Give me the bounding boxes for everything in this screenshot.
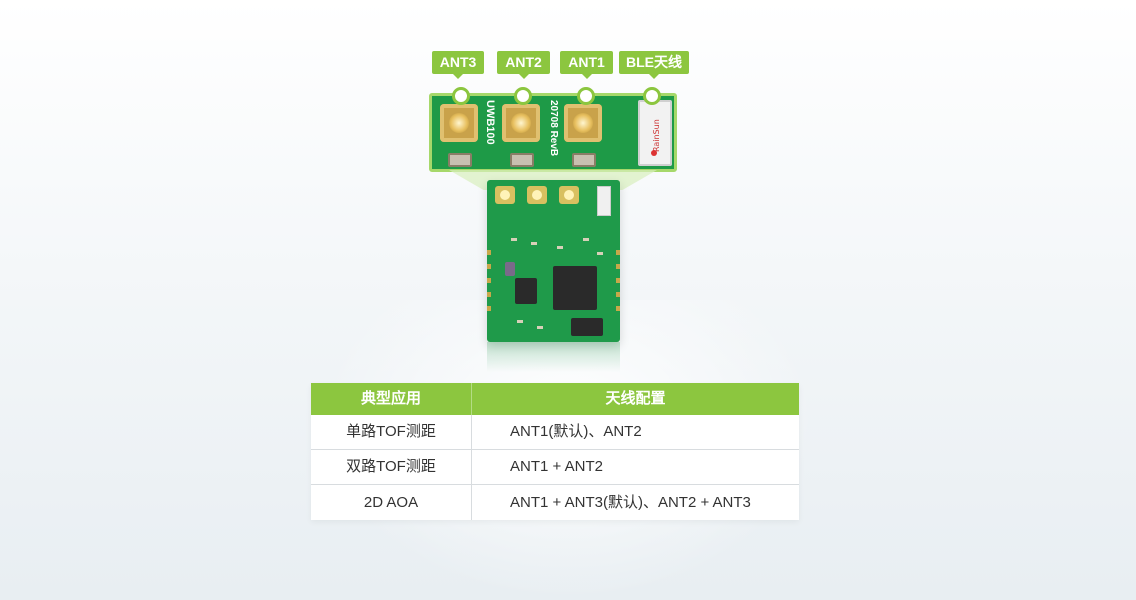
ant3-connector [440,104,478,142]
capacitor [537,326,543,329]
edge-pad [487,306,491,311]
component-pad [510,153,534,167]
edge-pad [616,278,620,283]
cell-application: 2D AOA [311,485,472,520]
zoomed-board-detail: UWB100 20708 RevB RainSun [429,93,677,172]
capacitor [531,242,537,245]
cell-antenna: ANT1 + ANT3(默认)、ANT2 + ANT3 [510,494,751,511]
chip-antenna-dot [651,150,657,156]
main-ic [553,266,597,310]
table-row: 单路TOF测距 ANT1(默认)、ANT2 [311,415,799,450]
small-component [505,262,515,276]
label-ant2: ANT2 [497,51,550,79]
ant3-marker [452,87,470,105]
capacitor [517,320,523,323]
edge-pad [616,264,620,269]
small-connector [559,186,579,204]
cell-antenna: ANT1(默认)、ANT2 [510,423,642,440]
small-connector [527,186,547,204]
small-connector [495,186,515,204]
ant1-connector [564,104,602,142]
label-ant3: ANT3 [432,51,484,79]
antenna-config-table: 典型应用 天线配置 单路TOF测距 ANT1(默认)、ANT2 双路TOF测距 … [311,383,799,520]
ant1-marker [577,87,595,105]
edge-pad [616,292,620,297]
header-application: 典型应用 [311,383,472,415]
small-chip-antenna [597,186,611,216]
header-antenna-config: 天线配置 [605,390,666,407]
table-row: 2D AOA ANT1 + ANT3(默认)、ANT2 + ANT3 [311,485,799,520]
capacitor [511,238,517,241]
cell-antenna: ANT1 + ANT2 [510,458,603,475]
board-reflection [487,342,620,372]
edge-pad [487,292,491,297]
label-ant1: ANT1 [560,51,613,79]
table-header-row: 典型应用 天线配置 [311,383,799,415]
table-row: 双路TOF测距 ANT1 + ANT2 [311,450,799,485]
capacitor [597,252,603,255]
label-ble-antenna: BLE天线 [619,51,689,79]
edge-pad [616,306,620,311]
ble-marker [643,87,661,105]
bottom-ic [571,318,603,336]
silkscreen-model: UWB100 [484,100,496,145]
silkscreen-revision: 20708 RevB [548,100,559,157]
secondary-ic [515,278,537,304]
edge-pad [616,250,620,255]
uwb-module-board [487,180,620,342]
component-pad [572,153,596,167]
ant2-marker [514,87,532,105]
chip-antenna-brand: RainSun [652,119,661,152]
ble-chip-antenna: RainSun [638,100,672,166]
capacitor [583,238,589,241]
cell-application: 双路TOF测距 [311,450,472,484]
edge-pad [487,278,491,283]
capacitor [557,246,563,249]
edge-pad [487,250,491,255]
cell-application: 单路TOF测距 [311,415,472,449]
edge-pad [487,264,491,269]
component-pad [448,153,472,167]
ant2-connector [502,104,540,142]
